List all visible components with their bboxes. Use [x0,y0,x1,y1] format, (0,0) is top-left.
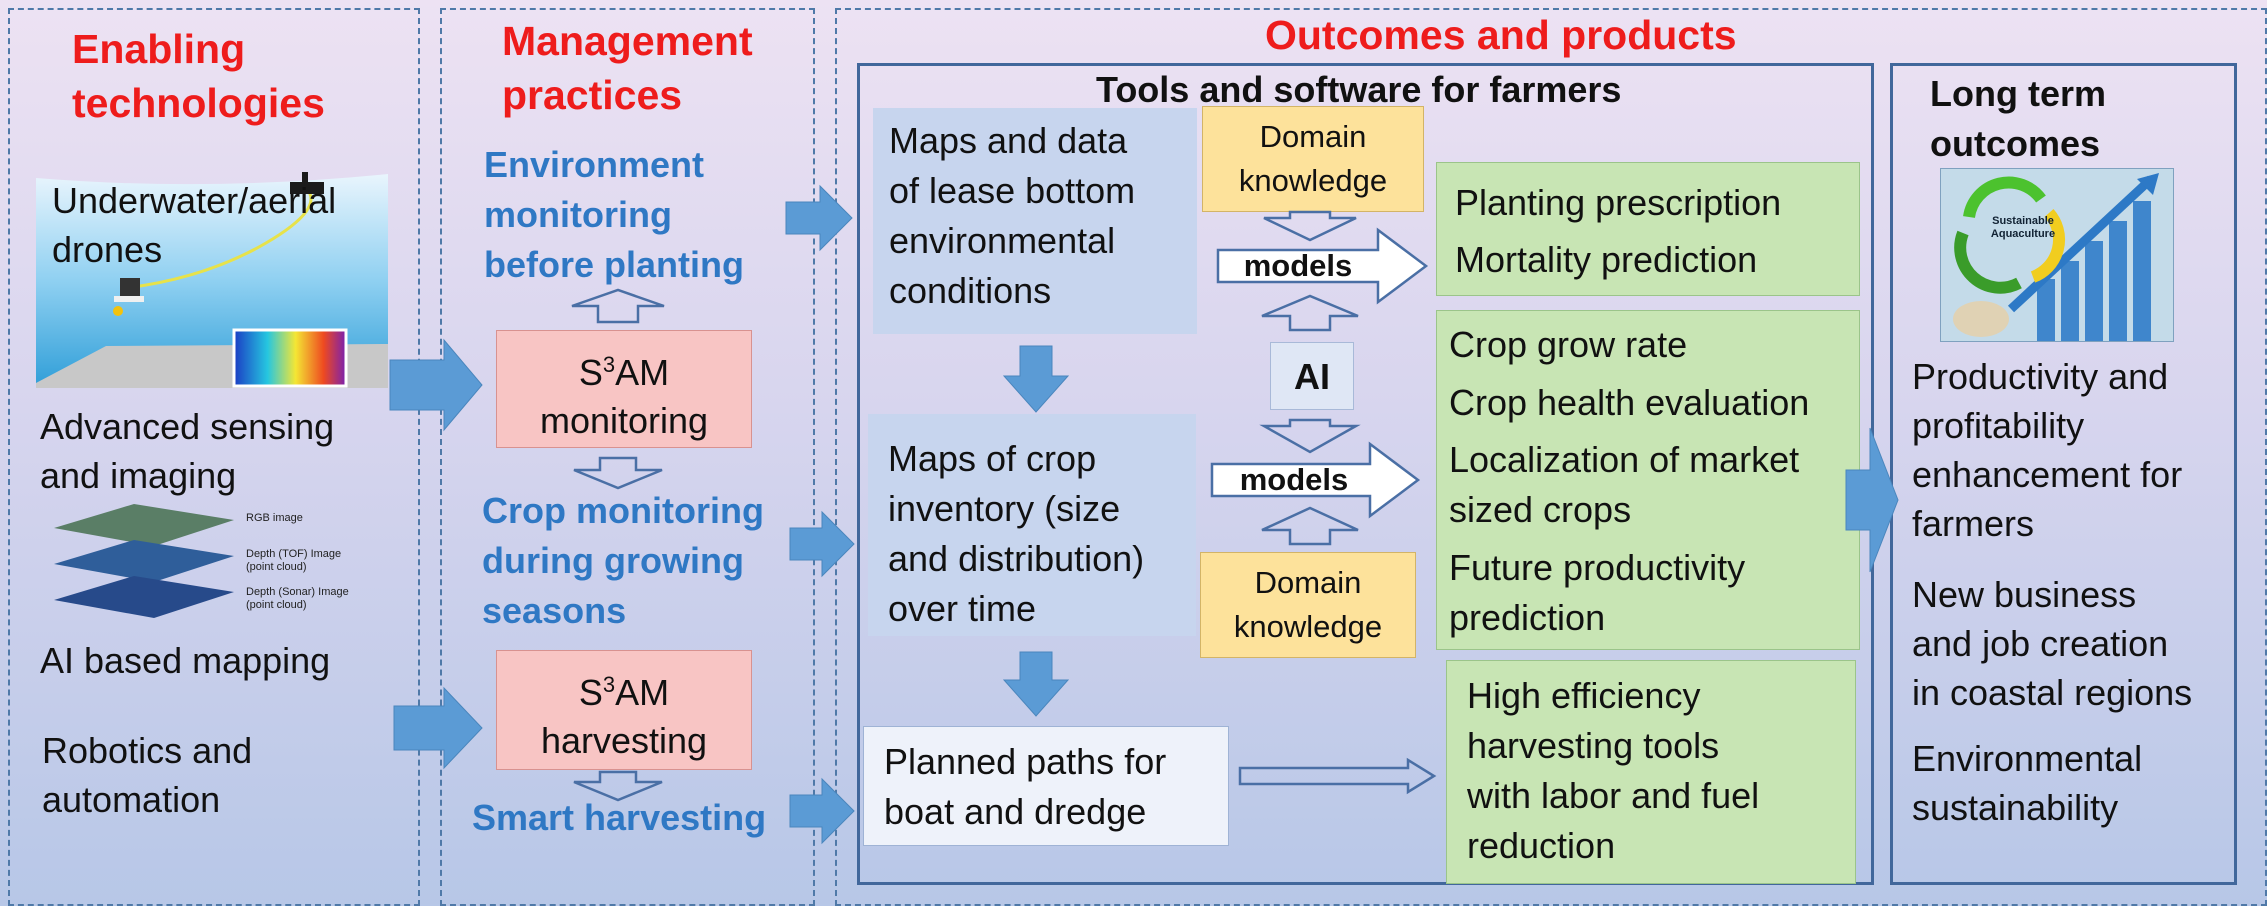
s3am-am: AM [615,352,670,393]
management-title: Management practices [502,18,753,118]
sustainable-aquaculture-logo: Sustainable Aquaculture [1940,168,2174,342]
s3am-monitoring-box: S3AM monitoring [496,330,752,448]
monitoring-word: monitoring [539,400,709,441]
arrow-lease-to-crop [1002,345,1070,413]
management-panel [440,8,815,906]
crop-monitoring-label: Crop monitoring during growing seasons [482,490,764,631]
logo-text: Sustainable Aquaculture [1990,215,2056,240]
outcomes-title: Outcomes and products [1265,12,1737,58]
env-monitoring-label: Environment monitoring before planting [484,144,744,285]
models-arrow-bottom [1210,441,1421,519]
hollow-arrow-dk1-down [1263,210,1357,242]
smart-harvesting-label: Smart harvesting [472,797,767,838]
tools-title: Tools and software for farmers [1096,69,1622,110]
arrow-smart-to-paths [789,777,855,845]
models-label-top: models [1243,248,1353,283]
localization-market: Localization of market sized crops [1449,439,1800,530]
hollow-arrow-ai-down [1259,418,1361,454]
hollow-arrow-monitoring-down [573,456,663,490]
arrow-green-to-longterm [1845,427,1899,573]
long-term-item-1: Productivity and profitability enhanceme… [1912,356,2183,544]
hollow-arrow-monitoring-up [571,288,665,324]
outcomes-panel [835,8,2267,906]
hollow-arrow-harvesting-down [573,770,663,802]
s3am-s-2: S [578,672,603,713]
layer-label-tof: Depth (TOF) Image (point cloud) [246,548,342,573]
thin-arrow-paths-to-harvest [1238,757,1437,795]
s3am-sup-2: 3 [602,672,616,697]
enabling-panel [8,8,420,906]
long-term-item-3: Environmental sustainability [1912,738,2143,828]
arrow-crop-to-paths [1002,651,1070,717]
planned-paths-box: Planned paths for boat and dredge [863,726,1229,846]
long-term-title: Long term outcomes [1930,73,2106,164]
mortality-prediction: Mortality prediction [1455,239,1758,280]
maps-lease-box: Maps and data of lease bottom environmen… [873,108,1197,334]
mapping-label: AI based mapping [40,640,331,681]
layer-label-rgb: RGB image [246,512,303,524]
ai-box: AI [1270,342,1354,410]
crop-health-evaluation: Crop health evaluation [1449,382,1810,423]
future-productivity: Future productivity prediction [1449,547,1746,638]
harvesting-word: harvesting [540,720,708,761]
domain-knowledge-box-top: Domain knowledge [1202,106,1424,212]
green-box-1: Planting prescription Mortality predicti… [1436,162,1860,296]
arrow-crop-to-inventory [789,510,855,578]
robotics-label: Robotics and automation [42,730,253,820]
enabling-title: Enabling technologies [72,26,325,126]
crop-grow-rate: Crop grow rate [1449,324,1688,365]
arrow-env-to-lease [785,184,853,252]
hollow-arrow-dk2-up [1261,506,1359,546]
green-box-3: High efficiency harvesting tools with la… [1446,660,1856,884]
sensing-label: Advanced sensing and imaging [40,406,335,496]
models-arrow-top [1216,227,1429,305]
arrow-drones-to-monitoring [389,338,483,432]
planting-prescription: Planting prescription [1455,182,1782,223]
layer-label-sonar: Depth (Sonar) Image (point cloud) [246,586,349,611]
s3am-am-2: AM [615,672,670,713]
s3am-s: S [578,352,603,393]
s3am-harvesting-box: S3AM harvesting [496,650,752,770]
drone-image [36,168,388,388]
domain-knowledge-box-bottom: Domain knowledge [1200,552,1416,658]
layered-images [44,498,244,628]
long-term-item-2: New business and job creation in coastal… [1912,574,2193,713]
long-term-panel [1890,63,2237,885]
drones-label: Underwater/aerial drones [52,180,337,270]
arrow-robotics-to-harvesting [393,686,483,770]
green-box-2: Crop grow rate Crop health evaluation Lo… [1436,310,1860,650]
models-label-bottom: models [1239,462,1349,497]
maps-crop-box: Maps of crop inventory (size and distrib… [868,414,1196,636]
s3am-sup: 3 [602,352,616,377]
hollow-arrow-ai-up [1261,294,1359,332]
